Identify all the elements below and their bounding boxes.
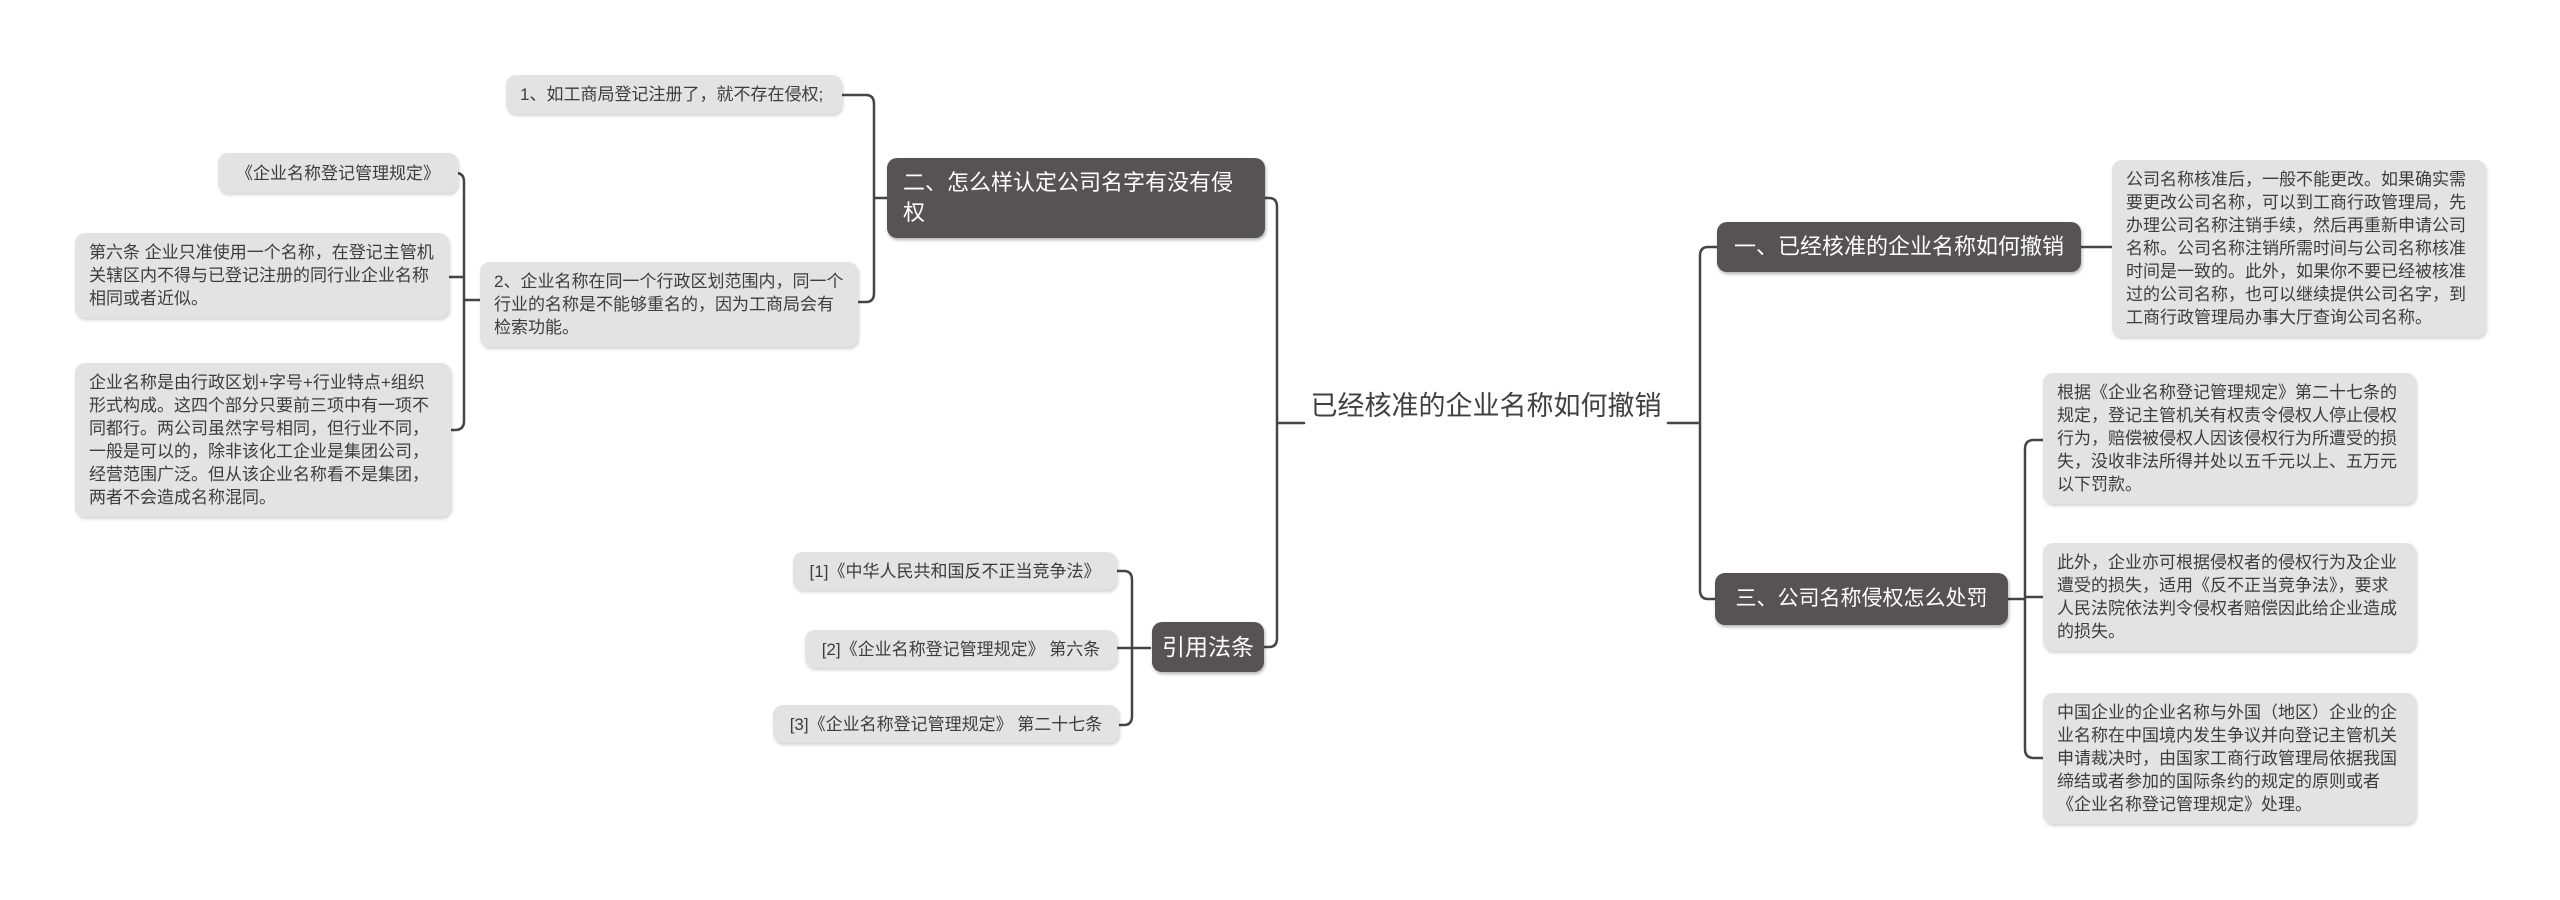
connector-citation-items [1113, 569, 1152, 727]
box-identify-point2[interactable]: 2、企业名称在同一个行政区划范围内，同一个行业的名称是不能够重名的，因为工商局会… [480, 262, 858, 347]
connector-root-left [1260, 196, 1306, 649]
node-identify-infringement[interactable]: 二、怎么样认定公司名字有没有侵权 [887, 158, 1265, 238]
connector-punish-children [2006, 438, 2045, 760]
box-punish-detail3[interactable]: 中国企业的企业名称与外国（地区）企业的企业名称在中国境内发生争议并向登记主管机关… [2043, 693, 2416, 824]
box-punish-detail2[interactable]: 此外，企业亦可根据侵权者的侵权行为及企业遭受的损失，适用《反不正当竞争法》，要求… [2043, 543, 2416, 651]
node-citations[interactable]: 引用法条 [1152, 622, 1264, 672]
connector-identify-children [838, 93, 889, 304]
connector-point2-children [446, 171, 482, 432]
box-citation-2[interactable]: [2]《企业名称登记管理规定》 第六条 [805, 630, 1117, 668]
root-title: 已经核准的企业名称如何撤销 [1310, 391, 1662, 421]
box-punish-detail1[interactable]: 根据《企业名称登记管理规定》第二十七条的规定，登记主管机关有权责令侵权人停止侵权… [2043, 373, 2416, 504]
box-revoke-detail[interactable]: 公司名称核准后，一般不能更改。如果确实需要更改公司名称，可以到工商行政管理局，先… [2112, 160, 2486, 337]
box-regulation-title[interactable]: 《企业名称登记管理规定》 [218, 153, 458, 193]
box-citation-1[interactable]: [1]《中华人民共和国反不正当竞争法》 [793, 552, 1117, 590]
node-punish[interactable]: 三、公司名称侵权怎么处罚 [1715, 573, 2008, 625]
box-regulation-article6[interactable]: 第六条 企业只准使用一个名称，在登记主管机关辖区内不得与已登记注册的同行业企业名… [75, 233, 449, 318]
connector-root-right [1666, 245, 1719, 601]
box-identify-point1[interactable]: 1、如工商局登记注册了，就不存在侵权; [506, 75, 842, 114]
node-revoke[interactable]: 一、已经核准的企业名称如何撤销 [1717, 222, 2081, 272]
box-name-composition[interactable]: 企业名称是由行政区划+字号+行业特点+组织形式构成。这四个部分只要前三项中有一项… [75, 363, 451, 517]
box-citation-3[interactable]: [3]《企业名称登记管理规定》 第二十七条 [773, 705, 1119, 743]
